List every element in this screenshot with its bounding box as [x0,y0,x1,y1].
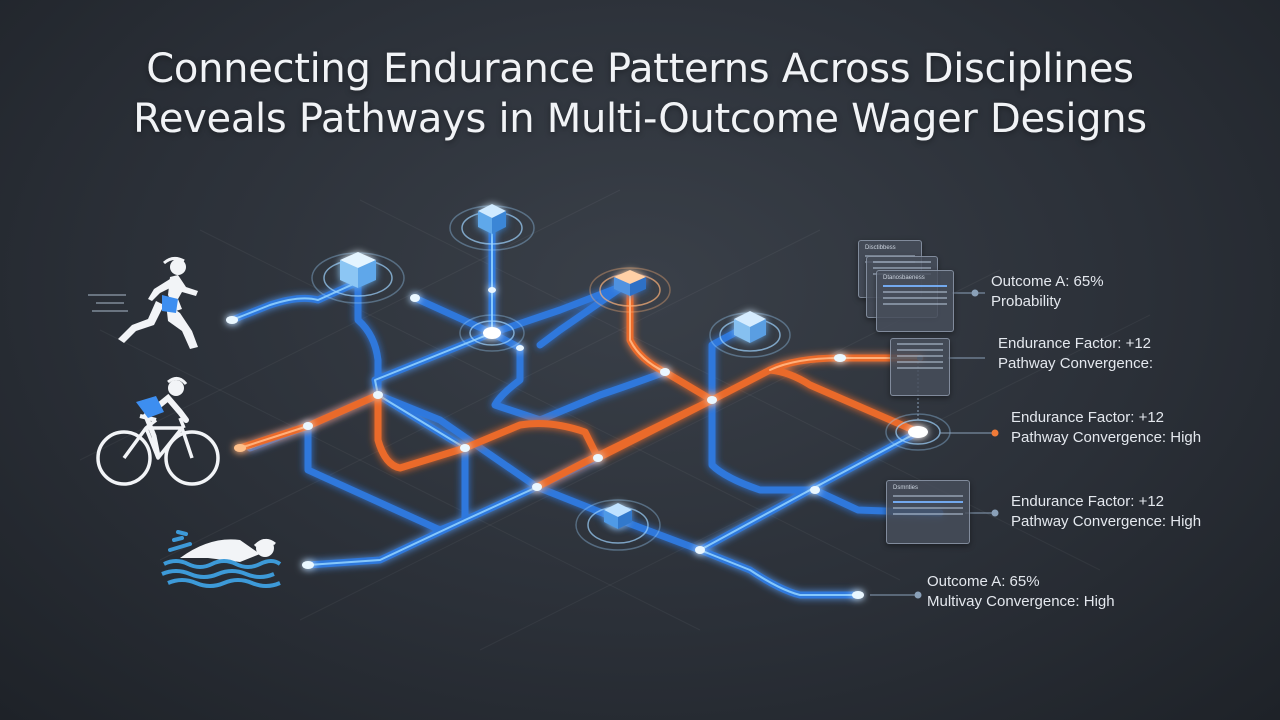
swimmer-icon [161,530,282,588]
blue-path-3 [371,329,496,399]
blue-path-15 [708,326,744,404]
data-panel-lower: Dsmnties [886,480,970,544]
node [852,591,864,599]
blue-path-5 [411,281,629,337]
node [488,287,496,293]
hub-node [483,327,501,339]
title-line-2: Reveals Pathways in Multi-Outcome Wager … [133,96,1147,142]
blue-path-8 [304,422,469,534]
node [660,368,670,376]
data-panel-front: Dtanosbaeness [876,270,954,332]
panel-title: Dtanosbaeness [883,275,925,281]
node [303,422,313,430]
node [707,396,717,404]
orange-path-3 [533,396,716,491]
blue-path-13 [696,546,862,599]
data-cubes [340,204,766,529]
blue-path-16 [536,281,629,349]
callout-outcome-probability: Outcome A: 65% Probability [991,273,1104,310]
cube-orange [614,270,646,296]
data-panel-small [890,338,950,396]
blue-path-2 [354,278,382,399]
node [460,444,470,452]
cube-bottom [604,503,632,529]
callout-endurance-3: Endurance Factor: +12 Pathway Convergenc… [1011,493,1202,530]
blue-path-6 [488,329,669,424]
panel-title: Disctibbess [865,245,896,251]
panel-title: Dsmnties [893,485,919,491]
node [532,483,542,491]
runner-icon [88,256,198,349]
callout-endurance-2: Endurance Factor: +12 Pathway Convergenc… [1011,409,1202,446]
cube-right [734,311,766,343]
cube-left [340,252,376,288]
cube-top [478,204,506,234]
node [834,354,846,362]
node [695,546,705,554]
page-title: Connecting Endurance Patterns Across Dis… [0,44,1280,144]
node [593,454,603,462]
hub-node [908,426,928,438]
node [410,294,420,302]
blue-path-12 [708,396,819,494]
node [516,345,524,351]
orange-path-4 [766,366,922,436]
cyclist-icon [96,377,220,486]
title-line-1: Connecting Endurance Patterns Across Dis… [146,46,1134,92]
callout-outcome-multiway: Outcome A: 65% Multivay Convergence: Hig… [927,573,1115,610]
node [810,486,820,494]
node-orange-start [234,444,246,452]
node-start-swim [302,561,314,569]
node-start-run [226,316,238,324]
node [373,391,383,399]
callout-endurance-1: Endurance Factor: +12 Pathway Convergenc… [998,335,1154,372]
